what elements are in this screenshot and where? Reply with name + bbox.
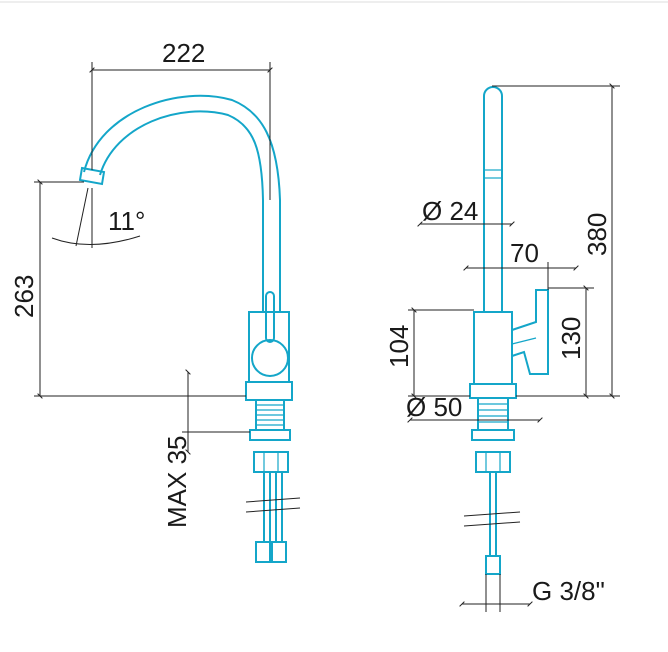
side-base-ring xyxy=(469,383,517,399)
side-supply-hoses xyxy=(463,472,521,575)
front-view: 222 263 11° MAX 35 xyxy=(9,38,301,563)
dim-max-deck-thickness: MAX 35 xyxy=(162,436,192,529)
mounting-washer xyxy=(249,429,291,441)
spout-tip xyxy=(78,166,106,186)
dim-handle-height: 130 xyxy=(556,317,586,360)
dim-body-height: 104 xyxy=(384,325,414,368)
dim-handle-projection: 70 xyxy=(510,238,539,268)
cartridge-circle xyxy=(251,339,289,377)
spout-inner-outline xyxy=(99,110,264,312)
spout-outline xyxy=(83,94,281,312)
side-view: 380 Ø 24 70 130 104 Ø 50 G 3/8" xyxy=(384,83,620,612)
spout-column xyxy=(483,86,503,312)
side-washer xyxy=(471,429,515,441)
dim-connection-thread: G 3/8" xyxy=(532,576,605,606)
dim-total-height: 380 xyxy=(582,213,612,256)
aerator-band xyxy=(483,169,503,179)
threaded-shank xyxy=(255,399,285,431)
base-ring xyxy=(245,381,293,401)
dim-height-under-spout: 263 xyxy=(9,275,39,318)
dim-spout-angle: 11° xyxy=(108,206,145,236)
mounting-nut xyxy=(253,451,289,473)
side-threaded-shank xyxy=(477,397,509,431)
side-nut xyxy=(475,451,511,473)
side-body xyxy=(473,311,513,385)
supply-hoses xyxy=(245,472,301,563)
dim-spout-diameter: Ø 24 xyxy=(422,196,478,226)
dim-spout-reach: 222 xyxy=(162,38,205,68)
handle-lever xyxy=(265,291,275,343)
dim-base-diameter: Ø 50 xyxy=(406,392,462,422)
side-handle xyxy=(511,289,549,375)
